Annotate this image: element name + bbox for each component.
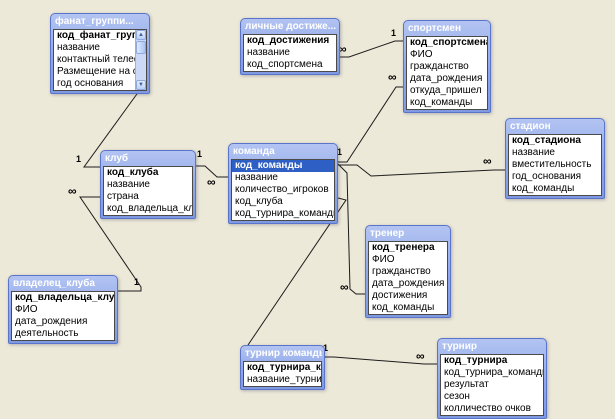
field-row[interactable]: код_турнира <box>444 355 508 366</box>
field-row[interactable]: дата_рождения <box>15 316 88 327</box>
field-row[interactable]: Размещение на ст <box>57 66 143 77</box>
field-row[interactable]: деятельность <box>15 328 79 339</box>
cardinality-one-label: 1 <box>337 147 343 157</box>
table-title-komanda[interactable]: команда <box>233 146 275 157</box>
field-row[interactable]: вместительность <box>512 159 592 170</box>
field-list-klub: код_клубаназваниестранакод_владельца_клу… <box>103 166 193 216</box>
field-row[interactable]: год_основания <box>512 171 582 182</box>
field-list-vladelec-kluba: код_владельца_клубаФИОдата_рождениядеяте… <box>11 291 115 341</box>
field-row[interactable]: название <box>512 147 555 158</box>
field-row[interactable]: код_турнира_команды <box>235 208 334 219</box>
cardinality-many-label: ∞ <box>68 184 77 198</box>
field-row[interactable]: название_турнира <box>247 374 321 385</box>
field-row[interactable]: ФИО <box>372 254 395 265</box>
cardinality-many-label: ∞ <box>207 175 216 189</box>
table-title-stadion[interactable]: стадион <box>510 121 551 132</box>
table-title-lichnye-dostizheniya[interactable]: личные достиже... <box>245 21 337 32</box>
cardinality-many-label: ∞ <box>338 42 347 56</box>
field-row[interactable]: колличество очков <box>444 403 531 414</box>
field-row[interactable]: код_клуба <box>235 196 283 207</box>
scrollbar[interactable]: ▲▼ <box>135 30 146 90</box>
scrollbar-thumb[interactable] <box>136 41 146 54</box>
cardinality-many-label: ∞ <box>340 280 349 294</box>
field-row[interactable]: код_клуба <box>107 167 159 178</box>
field-row[interactable]: год основания <box>57 78 124 89</box>
field-row[interactable]: название <box>107 179 150 190</box>
field-row[interactable]: результат <box>444 379 489 390</box>
table-title-fanat-gruppirovki[interactable]: фанат_группи... <box>55 16 134 27</box>
cardinality-one-label: 1 <box>323 343 329 353</box>
scroll-up-button[interactable]: ▲ <box>136 30 146 40</box>
field-row[interactable]: ФИО <box>410 49 433 60</box>
table-vladelec-kluba[interactable]: владелец_клуба код_владельца_клубаФИОдата… <box>8 275 118 344</box>
field-row[interactable]: откуда_пришел <box>410 85 482 96</box>
cardinality-one-label: 1 <box>391 28 397 38</box>
field-row[interactable]: название <box>235 172 278 183</box>
scrollbar-track[interactable] <box>136 55 146 80</box>
field-row[interactable]: контактный телеф <box>57 54 143 65</box>
relationship-line-komanda-sportsmen[interactable] <box>338 86 403 163</box>
field-row[interactable]: код_команды <box>410 97 473 108</box>
scroll-down-button[interactable]: ▼ <box>136 80 146 90</box>
table-title-klub[interactable]: клуб <box>105 153 129 164</box>
field-row[interactable]: ФИО <box>15 304 38 315</box>
relationship-line-lichnye-sportsmen[interactable] <box>340 40 403 58</box>
cardinality-one-label: 1 <box>76 154 82 164</box>
relationship-line-komanda-trener[interactable] <box>337 163 365 295</box>
field-row[interactable]: код_достижения <box>247 35 330 46</box>
field-row[interactable]: код_турнира_команды <box>444 367 543 378</box>
field-row[interactable]: код_команды <box>232 160 334 172</box>
field-row[interactable]: гражданство <box>372 266 431 277</box>
field-row[interactable]: количество_игроков <box>235 184 329 195</box>
field-row[interactable]: дата_рождения <box>410 73 483 84</box>
field-row[interactable]: код_команды <box>512 183 575 194</box>
field-row[interactable]: код_тренера <box>372 242 435 253</box>
field-row[interactable]: название <box>247 47 290 58</box>
cardinality-one-label: 1 <box>197 149 203 159</box>
field-row[interactable]: код_команды <box>372 302 435 313</box>
table-turnir-komandy[interactable]: турнир команды код_турнира_командыназвани… <box>240 345 325 390</box>
field-row[interactable]: страна <box>107 191 139 202</box>
field-row[interactable]: название <box>57 42 100 53</box>
field-row[interactable]: гражданство <box>410 61 469 72</box>
table-title-turnir-komandy[interactable]: турнир команды <box>245 348 322 359</box>
cardinality-many-label: ∞ <box>388 70 397 84</box>
field-row[interactable]: код_владельца_клуба <box>15 292 114 303</box>
field-row[interactable]: код_стадиона <box>512 135 581 146</box>
field-row[interactable]: код_фанат_групп <box>57 30 144 41</box>
field-row[interactable]: код_владельца_клуба <box>107 203 192 214</box>
field-row[interactable]: код_спортсмена <box>410 37 487 48</box>
table-title-sportsmen[interactable]: спортсмен <box>408 23 462 34</box>
cardinality-one-label: 1 <box>134 277 140 287</box>
field-row[interactable]: дата_рождения <box>372 278 445 289</box>
cardinality-many-label: ∞ <box>483 154 492 168</box>
table-title-trener[interactable]: тренер <box>370 228 405 239</box>
field-row[interactable]: достижения <box>372 290 428 301</box>
field-row[interactable]: код_турнира_команды <box>247 362 321 373</box>
table-title-vladelec-kluba[interactable]: владелец_клуба <box>13 278 95 289</box>
table-title-turnir[interactable]: турнир <box>442 341 477 352</box>
cardinality-many-label: ∞ <box>416 349 425 363</box>
field-row[interactable]: код_спортсмена <box>247 59 323 70</box>
field-row[interactable]: сезон <box>444 391 470 402</box>
relationship-line-komanda-stadion[interactable] <box>338 164 505 177</box>
